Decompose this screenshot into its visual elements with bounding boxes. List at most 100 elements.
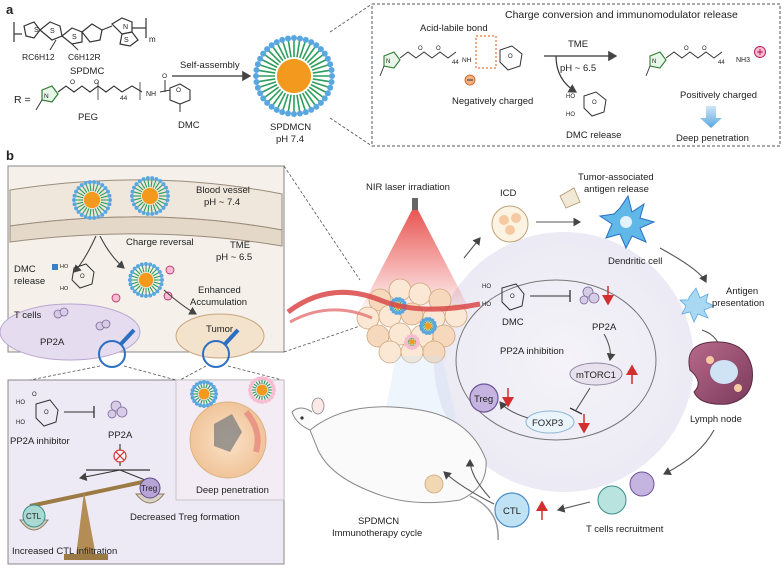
- inset-connector-top: [329, 3, 373, 33]
- foxp3-label: FOXP3: [532, 418, 563, 429]
- antigen-release-1: Tumor-associated: [578, 172, 654, 183]
- cycle-name-1: SPDMCN: [358, 516, 399, 527]
- svg-text:O: O: [436, 46, 441, 52]
- tme-label: TME: [230, 240, 250, 251]
- svg-text:O: O: [592, 100, 597, 106]
- laser-source: [412, 198, 418, 210]
- nh-label: NH: [146, 91, 156, 98]
- svg-text:S: S: [34, 27, 39, 34]
- inset-right-structure: N O O: [645, 46, 766, 77]
- side-chain-right: C6H12R: [68, 52, 101, 62]
- svg-text:NH: NH: [462, 57, 472, 64]
- charge-reversal-label: Charge reversal: [126, 237, 194, 248]
- panel-a-label: a: [6, 2, 14, 17]
- nanoparticle-ph: pH 7.4: [276, 134, 304, 145]
- inset-connector-bottom: [329, 117, 373, 147]
- mtorc1-label: mTORC1: [576, 370, 616, 381]
- inset-dmc-structure: O HO HO: [566, 91, 607, 118]
- r-label: R =: [14, 94, 31, 106]
- icd-cell: [491, 205, 529, 243]
- mouse: [291, 397, 499, 541]
- cycle-name-2: Immunotherapy cycle: [332, 528, 422, 539]
- charged-nanoparticle: [128, 262, 164, 298]
- zoom-dmc-structure: O HO HO O: [16, 392, 59, 427]
- zoom-ctl-label: CTL: [26, 512, 42, 521]
- vessel-red: [286, 289, 481, 314]
- treg-label: Treg: [474, 394, 493, 405]
- antigen-presentation-1: Antigen: [726, 286, 758, 297]
- svg-text:HO: HO: [60, 264, 69, 270]
- tcell-recruit-label: T cells recruitment: [586, 524, 664, 535]
- zoom-treg-label: Treg: [141, 484, 157, 493]
- svg-text:O: O: [70, 79, 75, 86]
- svg-text:S: S: [50, 28, 55, 35]
- tumor-blob: [175, 313, 265, 359]
- tcells-recruit: [597, 471, 655, 515]
- positively-charged-label: Positively charged: [680, 90, 757, 101]
- dendritic-label: Dendritic cell: [608, 256, 662, 267]
- vessel-ph-label: pH ~ 7.4: [204, 197, 240, 208]
- r-group-structure: N O O O O: [35, 73, 191, 112]
- zoom-nanoparticles: [190, 376, 276, 408]
- repeat-m: m: [149, 35, 156, 44]
- svg-text:HO: HO: [566, 112, 575, 118]
- pp2a-icons: [53, 307, 111, 331]
- ctl-cell: [494, 492, 530, 528]
- svg-text:O: O: [684, 46, 689, 52]
- blood-vessel-label: Blood vessel: [196, 185, 250, 196]
- pp2a-inhibition-label: PP2A inhibition: [500, 346, 564, 357]
- polymer-structure: S S S S N: [13, 17, 147, 51]
- svg-text:HO: HO: [482, 302, 491, 308]
- svg-text:S: S: [72, 34, 77, 41]
- inset-ph: pH ~ 6.5: [560, 63, 596, 74]
- panel-b-label: b: [6, 148, 14, 163]
- svg-text:O: O: [94, 79, 99, 86]
- tumor-tissue: [356, 278, 468, 364]
- inset-repeat: 44: [718, 60, 725, 66]
- svg-text:HO: HO: [16, 400, 25, 406]
- cycle-dmc-label: DMC: [502, 317, 524, 328]
- icd-label: ICD: [500, 188, 517, 199]
- tcell-region: [0, 303, 141, 361]
- vessel-pp2a-label: PP2A: [40, 337, 65, 348]
- dendritic-cell: [598, 194, 656, 250]
- svg-text:O: O: [32, 392, 37, 398]
- svg-text:O: O: [510, 294, 515, 300]
- inset-deep-penetration: Deep penetration: [676, 133, 749, 144]
- cycle-background: [434, 232, 694, 492]
- svg-text:O: O: [702, 46, 707, 52]
- ctl-label: CTL: [503, 506, 521, 517]
- enhanced-label: Enhanced: [198, 285, 241, 296]
- magnifier-left: [98, 340, 126, 368]
- svg-text:N: N: [44, 93, 49, 100]
- svg-text:N: N: [386, 59, 390, 65]
- inset-dmc-release: DMC release: [566, 130, 621, 141]
- treg-cell: [469, 383, 499, 413]
- svg-text:N: N: [123, 24, 128, 31]
- nh3-label: NH3: [736, 57, 750, 64]
- svg-text:O: O: [508, 54, 513, 60]
- svg-text:O: O: [176, 87, 181, 94]
- svg-text:S: S: [124, 37, 129, 44]
- inset-title: Charge conversion and immunomodulator re…: [505, 9, 738, 21]
- acid-labile-bond-label: Acid-labile bond: [420, 23, 488, 34]
- dmc-label: DMC: [178, 120, 200, 131]
- antigen-presentation-2: presentation: [712, 298, 764, 309]
- polymer-name: SPDMC: [70, 66, 104, 77]
- vessel-dmc-structure: O HO HO: [60, 263, 95, 292]
- nanoparticle: [253, 35, 335, 117]
- svg-text:O: O: [80, 274, 85, 280]
- lymph-label: Lymph node: [690, 414, 742, 425]
- svg-text:O: O: [44, 410, 49, 416]
- dmc-release-label-1: DMC: [14, 264, 36, 275]
- tme-ph-label: pH ~ 6.5: [216, 252, 252, 263]
- deep-penetration-arrow: [700, 106, 722, 128]
- svg-text:44: 44: [452, 60, 459, 66]
- pp2a-inhibitor-label: PP2A inhibitor: [10, 436, 70, 447]
- laser-beam: [360, 210, 470, 310]
- dmc-release-label-2: release: [14, 276, 45, 287]
- svg-text:O: O: [418, 46, 423, 52]
- svg-text:HO: HO: [60, 286, 69, 292]
